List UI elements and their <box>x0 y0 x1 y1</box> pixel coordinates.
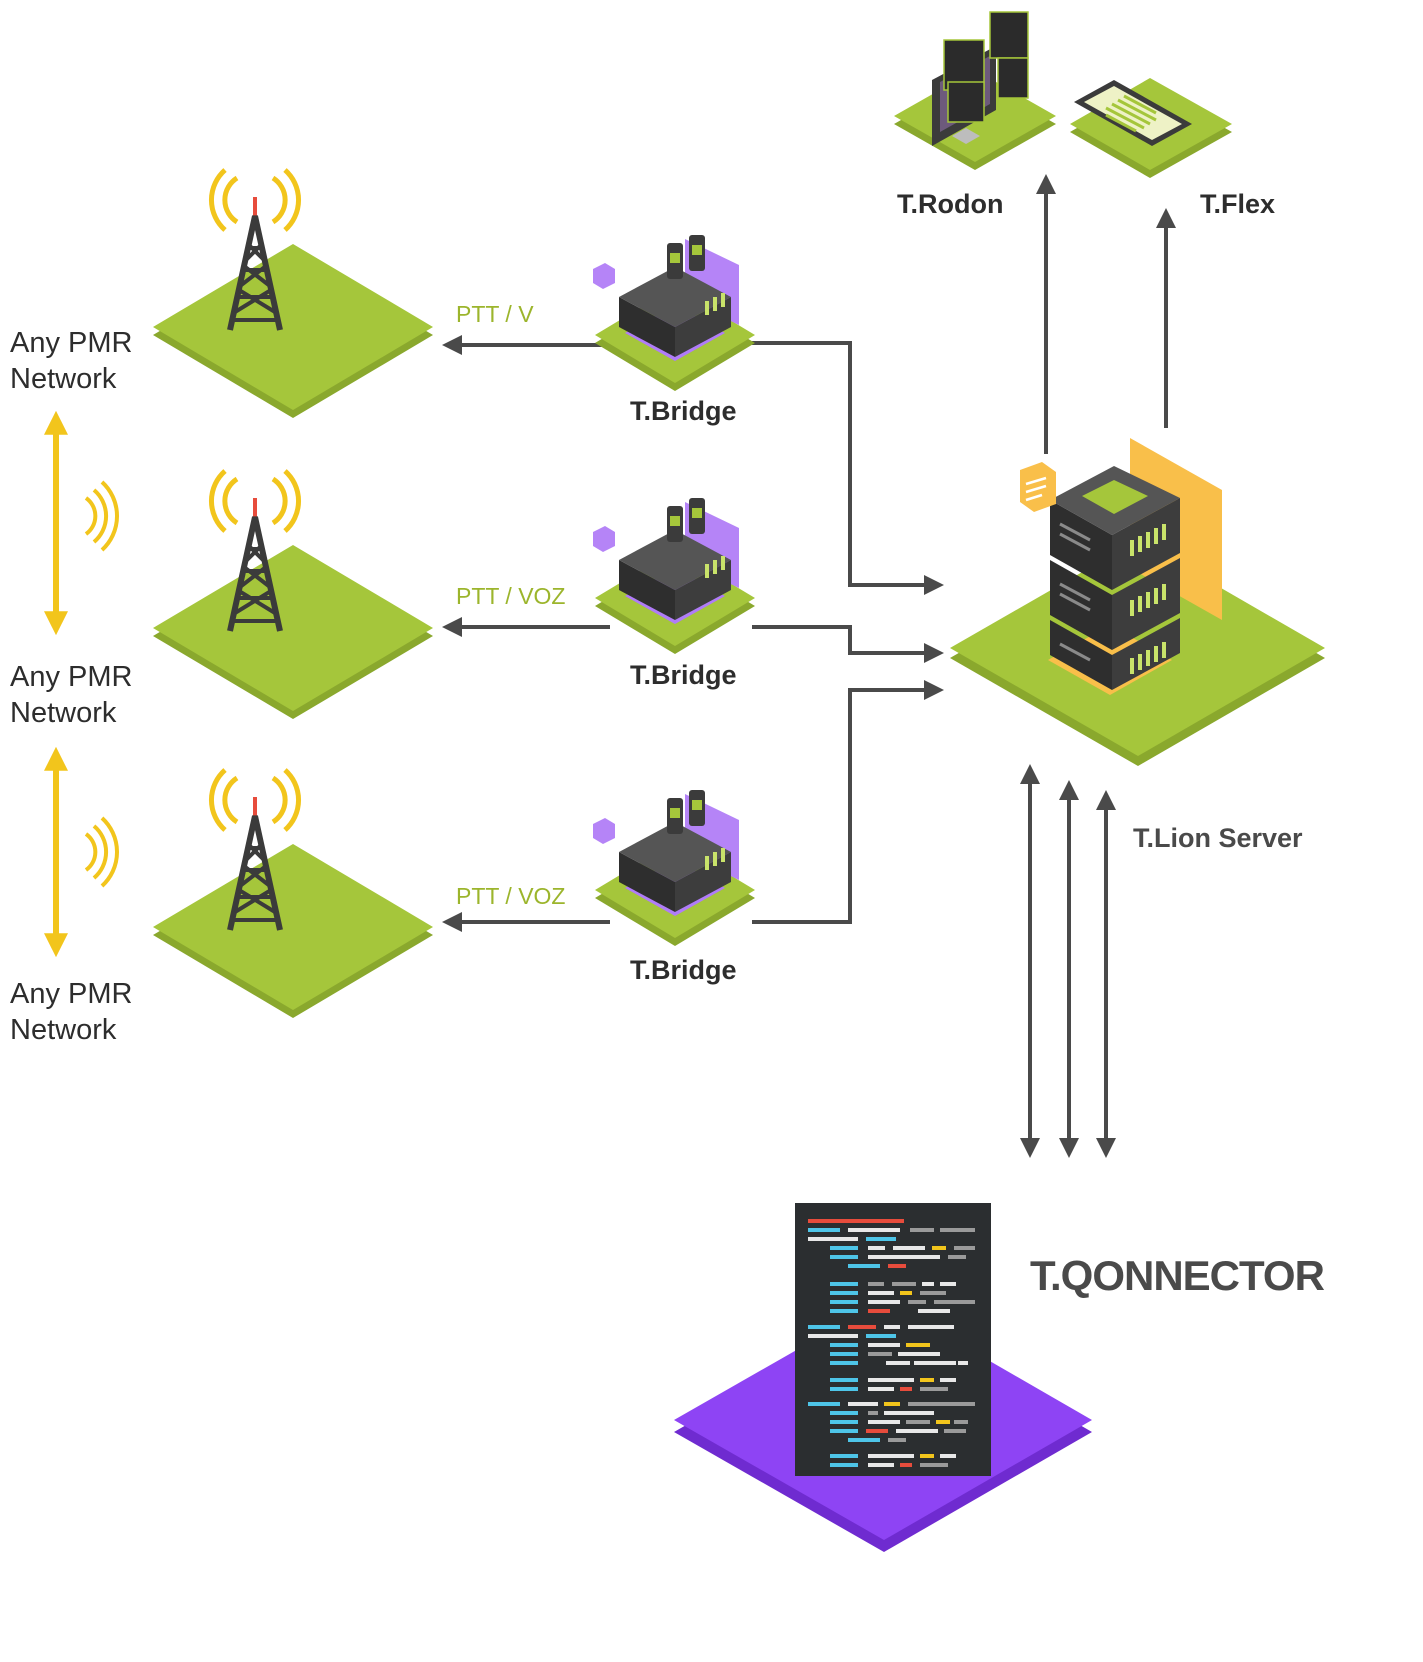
network-label-3-line2: Network <box>10 1014 117 1046</box>
network-group-2: Any PMR Network <box>10 471 433 729</box>
platform-3 <box>153 844 433 1018</box>
flex-label: T.Flex <box>1200 189 1275 219</box>
ptt-label-2: PTT / VOZ <box>456 583 565 609</box>
connector-group: T.QONNECTOR <box>674 1203 1326 1552</box>
server-rack-icon <box>1050 466 1180 690</box>
gateway-device-icon <box>593 790 755 946</box>
signal-waves-icon <box>84 816 120 888</box>
bridge-server-link-1 <box>752 341 944 595</box>
bridge-label-1: T.Bridge <box>630 396 737 426</box>
ptt-label-3: PTT / VOZ <box>456 883 565 909</box>
network-label-1-line2: Network <box>10 363 117 395</box>
bridge-label-3: T.Bridge <box>630 955 737 985</box>
bridge-server-link-3 <box>752 680 944 924</box>
flex-group: T.Flex <box>1070 78 1275 219</box>
monitor-icon <box>932 11 1029 146</box>
network-label-2-line2: Network <box>10 697 117 729</box>
platform-2 <box>153 545 433 719</box>
server-label: T.Lion Server <box>1133 823 1303 853</box>
rodon-label: T.Rodon <box>897 189 1003 219</box>
code-document-icon <box>795 1203 991 1476</box>
gateway-device-icon <box>593 235 755 391</box>
network-label-3-line1: Any PMR <box>10 978 132 1010</box>
bridge-label-2: T.Bridge <box>630 660 737 690</box>
network-label-1-line1: Any PMR <box>10 327 132 359</box>
bridge-group-3: PTT / VOZ T.Bridge <box>456 790 755 985</box>
network-group-3: Any PMR Network <box>10 770 433 1046</box>
gateway-device-icon <box>593 498 755 654</box>
connections <box>442 174 1176 1158</box>
rodon-group: T.Rodon <box>894 11 1056 219</box>
platform-1 <box>153 244 433 418</box>
bridge-group-1: PTT / V T.Bridge <box>456 235 755 426</box>
server-group: T.Lion Server <box>950 438 1325 853</box>
bridge-group-2: PTT / VOZ T.Bridge <box>456 498 755 690</box>
chat-lines <box>1025 476 1047 502</box>
ptt-label-1: PTT / V <box>456 301 534 327</box>
tablet-icon <box>1074 80 1192 146</box>
connector-label: T.QONNECTOR <box>1030 1252 1325 1299</box>
network-group-1: Any PMR Network <box>10 170 433 418</box>
network-label-2-line1: Any PMR <box>10 661 132 693</box>
chat-badge-icon <box>1020 462 1056 512</box>
bridge-server-link-2 <box>752 625 944 663</box>
signal-waves-icon <box>84 480 120 552</box>
